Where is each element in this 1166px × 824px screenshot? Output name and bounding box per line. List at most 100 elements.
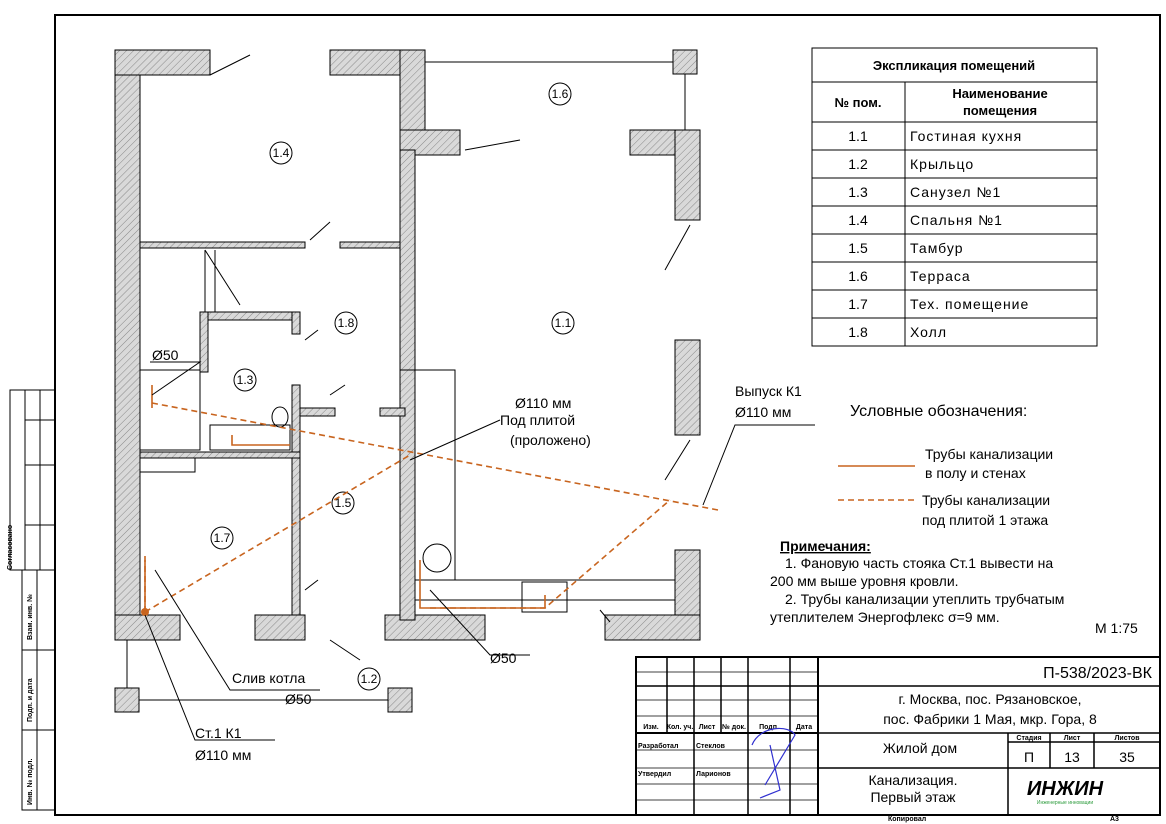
room-label-1.5: 1.5 — [331, 491, 355, 515]
table-row: 1.6 Терраса — [848, 268, 971, 284]
wall — [674, 339, 701, 436]
legend-title: Условные обозначения: — [850, 403, 1027, 420]
pipe-label-1: Ø110 мм — [515, 395, 571, 411]
note-2: 2. Трубы канализации утеплить трубчатым — [785, 591, 1064, 607]
legend-item-2: под плитой 1 этажа — [922, 512, 1048, 528]
doc-code: П-538/2023-ВК — [1043, 665, 1153, 682]
wall — [139, 241, 306, 249]
room-labels: 1.1 1.2 1.3 1.4 1.5 1.6 1.7 1.8 — [210, 82, 575, 691]
room-number: 1.7 — [848, 296, 868, 312]
wall — [291, 384, 301, 616]
legend-item-2: Трубы канализации — [922, 492, 1050, 508]
svg-text:1.7: 1.7 — [214, 531, 231, 545]
pipe-label-3: (проложено) — [510, 432, 591, 448]
room-label-1.2: 1.2 — [357, 667, 381, 691]
room-name: Спальня №1 — [910, 212, 1003, 228]
wall — [114, 49, 211, 76]
legend-item-1: в полу и стенах — [925, 465, 1026, 481]
notes: Примечания: 1. Фановую часть стояка Ст.1… — [770, 538, 1138, 636]
stamp-inv-replace: Взам. инв. № — [26, 594, 34, 640]
title-block-col-header: Подп. — [759, 724, 779, 731]
title-block-col-header: № док. — [722, 723, 746, 731]
room-name: Тамбур — [910, 240, 964, 256]
room-label-1.3: 1.3 — [233, 368, 257, 392]
wall — [199, 311, 301, 321]
wall — [299, 407, 336, 417]
room-label-1.8: 1.8 — [334, 311, 358, 335]
table-row: 1.5 Тамбур — [848, 240, 964, 256]
svg-text:1.5: 1.5 — [335, 496, 352, 510]
svg-text:1.4: 1.4 — [273, 146, 290, 160]
col-header-num: № пом. — [835, 95, 882, 110]
svg-text:1.8: 1.8 — [338, 316, 355, 330]
object-name: Жилой дом — [883, 740, 957, 756]
stage-value: П — [1024, 749, 1034, 765]
floor-plan: 1.1 1.2 1.3 1.4 1.5 1.6 1.7 1.8 Ø50 Ø110… — [114, 49, 815, 763]
stamp-sign-date: Подп. и дата — [27, 678, 34, 722]
pipe-in-floor — [144, 385, 546, 612]
stage-label: Стадия — [1016, 735, 1041, 742]
company-logo-sub: Инженерные инновации — [1037, 800, 1093, 806]
approved-name: Ларионов — [696, 771, 731, 778]
wall — [114, 614, 181, 641]
outlet-label-1: Выпуск К1 — [735, 383, 802, 399]
room-name: Холл — [910, 324, 947, 340]
drain-label-1: Слив котла — [232, 670, 305, 686]
stamp-agreed: Согласовано — [7, 525, 14, 570]
wall — [139, 451, 301, 459]
svg-text:1.1: 1.1 — [555, 316, 572, 330]
d50-top-label: Ø50 — [152, 347, 179, 363]
riser-label-2: Ø110 мм — [195, 747, 251, 763]
room-number: 1.4 — [848, 212, 868, 228]
developed-label: Разработал — [638, 742, 678, 750]
svg-text:1.2: 1.2 — [361, 672, 378, 686]
d50-bottom-label: Ø50 — [490, 650, 517, 666]
sewer-pipes — [141, 385, 719, 616]
sheet-title: Канализация. — [869, 772, 958, 788]
room-label-1.1: 1.1 — [551, 311, 575, 335]
room-number: 1.6 — [848, 268, 868, 284]
note-1: 1. Фановую часть стояка Ст.1 вывести на — [785, 555, 1053, 571]
title-block-col-header: Изм. — [643, 724, 659, 731]
stamp-inv-orig: Инв. № подл. — [26, 758, 34, 805]
developed-name: Стеклов — [696, 743, 726, 750]
wall — [254, 614, 306, 641]
room-name: Терраса — [910, 268, 971, 284]
signature — [751, 727, 796, 799]
copied-label: Копировал — [888, 816, 926, 823]
col-header-name: Наименование — [952, 86, 1047, 101]
wall — [199, 311, 209, 373]
room-label-1.6: 1.6 — [548, 82, 572, 106]
room-number: 1.1 — [848, 128, 868, 144]
room-name: Гостиная кухня — [910, 128, 1022, 144]
room-number: 1.3 — [848, 184, 868, 200]
wall — [604, 614, 701, 641]
outlet-label-2: Ø110 мм — [735, 404, 791, 420]
wall — [399, 149, 416, 371]
side-stamps: Согласовано Взам. инв. № Подп. и дата Ин… — [7, 389, 56, 811]
notes-title: Примечания: — [780, 538, 871, 554]
room-name: Крыльцо — [910, 156, 974, 172]
note-1: 200 мм выше уровня кровли. — [770, 573, 959, 589]
wall — [674, 129, 701, 221]
wall — [291, 311, 301, 335]
title-block-col-header: Кол. уч. — [667, 724, 694, 731]
table-row: 1.4 Спальня №1 — [848, 212, 1003, 228]
wall — [379, 407, 406, 417]
wall — [339, 241, 401, 249]
rooms-table: Экспликация помещений № пом. Наименовани… — [811, 47, 1098, 347]
column — [114, 687, 140, 713]
room-number: 1.5 — [848, 240, 868, 256]
company-logo: ИНЖИН — [1027, 778, 1104, 800]
legend: Условные обозначения: Трубы канализации … — [838, 403, 1053, 528]
svg-text:1.6: 1.6 — [552, 87, 569, 101]
riser-st1-icon — [141, 608, 149, 616]
sheet-title: Первый этаж — [870, 789, 956, 805]
sheet-label: Лист — [1064, 735, 1081, 742]
